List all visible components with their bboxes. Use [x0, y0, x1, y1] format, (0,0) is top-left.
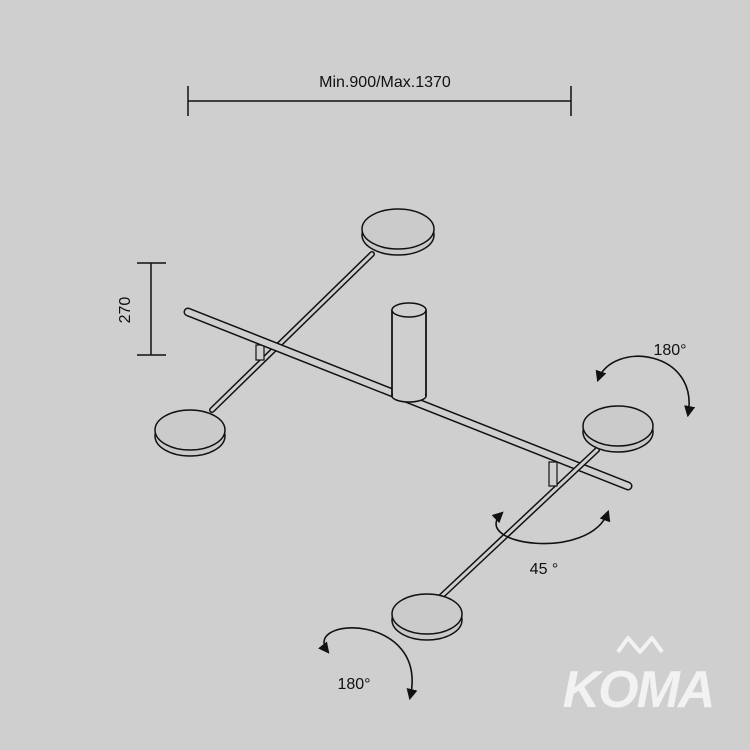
right-disc [582, 405, 654, 453]
left-disc [154, 409, 226, 457]
rotation-label-bottom-left: 180° [337, 676, 370, 693]
top-disc [361, 208, 435, 256]
watermark-logo: KOMA [563, 636, 715, 719]
canopy [391, 302, 427, 403]
rotation-arrow-pivot [491, 509, 611, 545]
height-dimension: 270 [117, 262, 166, 356]
lower-arm [429, 447, 600, 608]
height-dimension-label: 270 [117, 297, 134, 324]
upper-arm [209, 251, 375, 413]
rotation-arrow-bottom-left [318, 627, 418, 701]
rotation-arrow-top-right [595, 355, 696, 418]
bottom-disc [391, 593, 463, 641]
width-dimension-label: Min.900/Max.1370 [319, 74, 451, 91]
rotation-label-pivot: 45 ° [530, 561, 559, 578]
width-dimension: Min.900/Max.1370 [187, 74, 572, 116]
watermark-text: KOMA [563, 661, 714, 719]
upper-arm-joint [255, 344, 265, 361]
rotation-label-top-right: 180° [653, 342, 686, 359]
lower-arm-joint [548, 461, 558, 487]
